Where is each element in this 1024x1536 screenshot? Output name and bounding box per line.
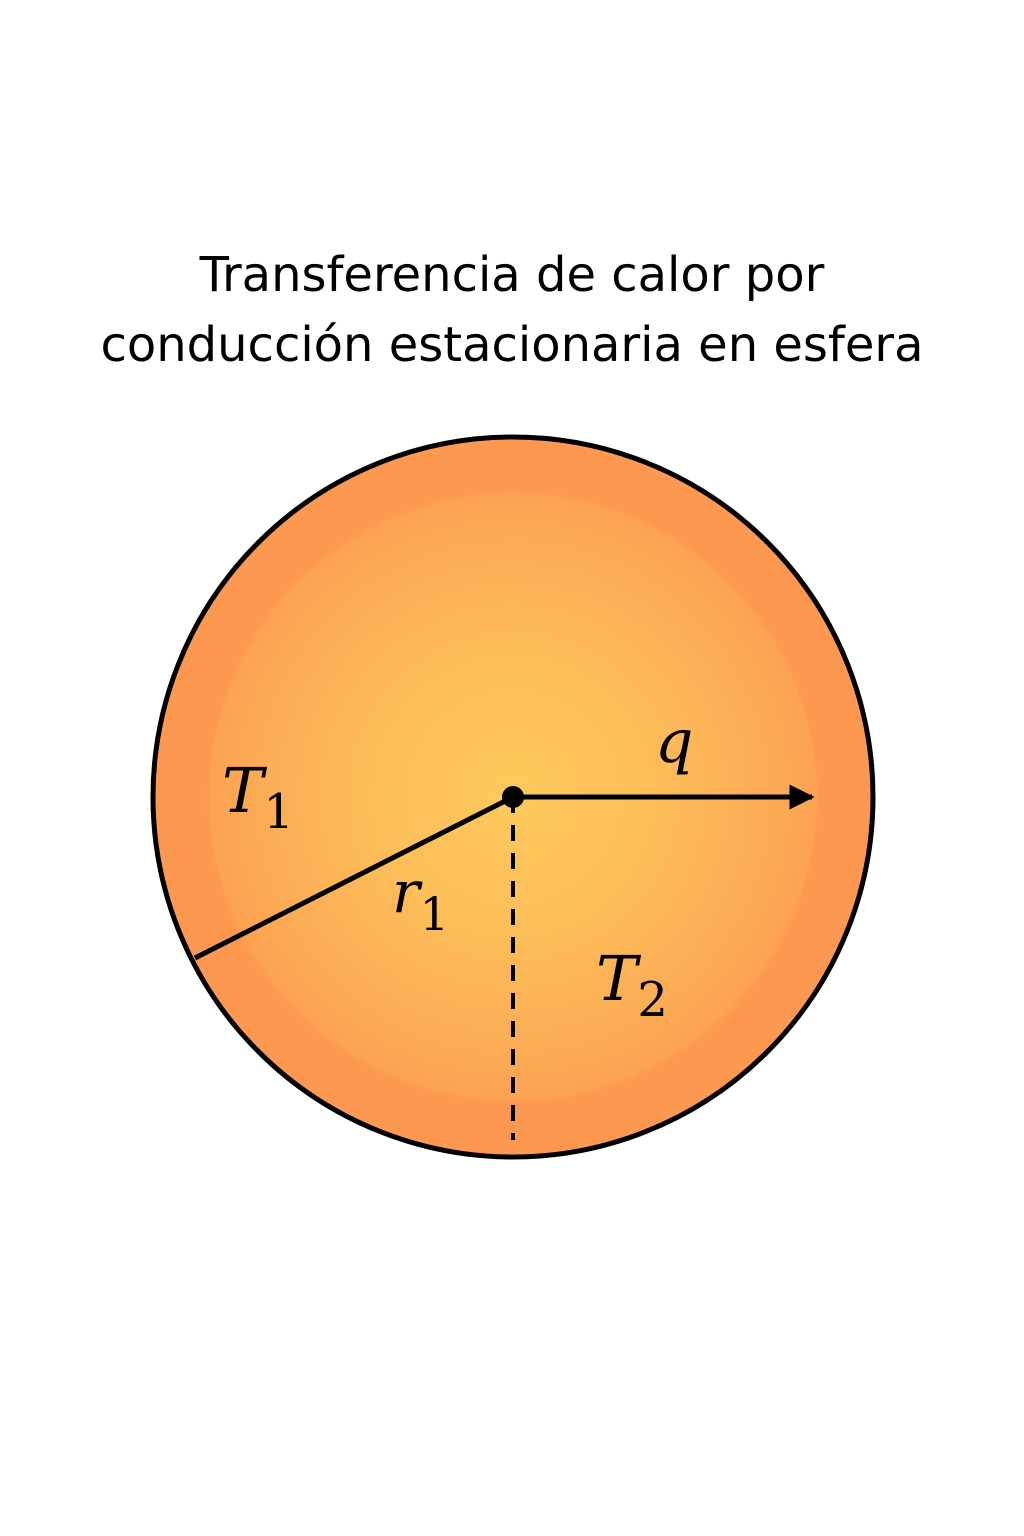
title-line-2: conducción estacionaria en esfera — [100, 317, 924, 373]
diagram-title: Transferencia de calor por conducción es… — [0, 240, 1024, 380]
label-r1: r1 — [392, 858, 449, 941]
title-line-1: Transferencia de calor por — [199, 247, 825, 303]
label-t2: T2 — [596, 942, 668, 1028]
center-point — [502, 786, 524, 808]
radius-line — [193, 794, 515, 961]
label-t1: T1 — [222, 754, 294, 840]
label-q: q — [655, 707, 693, 777]
sphere-outline — [150, 434, 876, 1160]
